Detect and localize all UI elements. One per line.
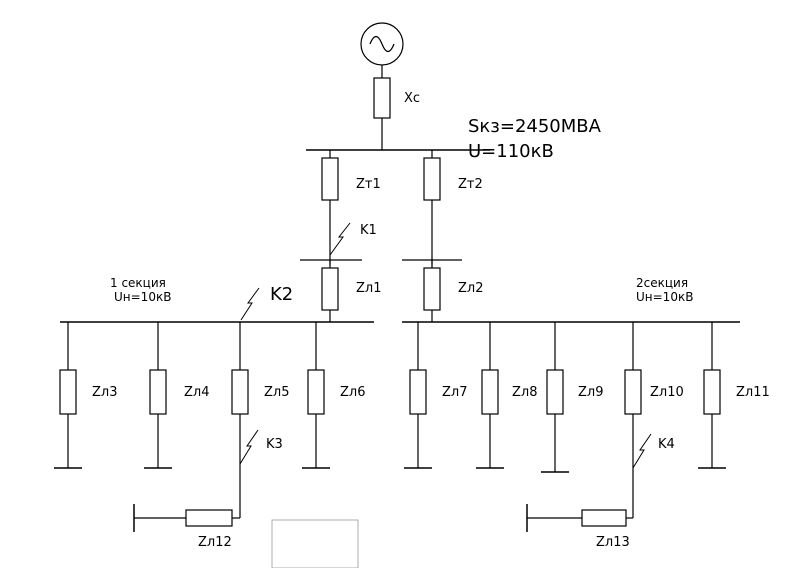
branch-zl13: Zл13	[526, 504, 630, 550]
generator-source	[360, 22, 404, 66]
fault-k3-label: K3	[266, 437, 283, 452]
transformer-1-label: Zт1	[356, 177, 381, 192]
feeder-zl3: Zл3	[54, 322, 118, 469]
line-zl13-label: Zл13	[596, 535, 630, 550]
line-zl1-label: Zл1	[356, 281, 382, 296]
line-zl8-label: Zл8	[512, 385, 538, 400]
transformer-1	[321, 157, 339, 201]
line-zl7-label: Zл7	[442, 385, 468, 400]
fault-k2-label: K2	[270, 284, 293, 305]
feeder-zl11: Zл11	[698, 322, 770, 469]
source-reactance-label: Xc	[404, 91, 420, 106]
feeder-zl7: Zл7	[404, 322, 468, 469]
line-zl4-label: Zл4	[184, 385, 210, 400]
section-1-title: 1 секция	[110, 276, 166, 290]
line-zl10-label: Zл10	[650, 385, 684, 400]
transformer-2-label: Zт2	[458, 177, 483, 192]
scan-artifact	[271, 519, 359, 568]
sine-wave-icon	[369, 35, 395, 53]
line-zl2-label: Zл2	[458, 281, 484, 296]
line-zl5-label: Zл5	[264, 385, 290, 400]
line-zl11-label: Zл11	[736, 385, 770, 400]
fault-k1-icon	[329, 222, 351, 256]
fault-k2-icon	[240, 287, 260, 321]
feeder-zl8: Zл8	[476, 322, 538, 469]
feeder-zl6: Zл6	[302, 322, 366, 469]
source-reactance	[373, 77, 391, 119]
feeder-zl10: Zл10 K4	[624, 322, 684, 519]
line-zl3-label: Zл3	[92, 385, 118, 400]
line-zl2	[423, 267, 441, 311]
fault-k3-icon	[239, 429, 259, 465]
line-zl1	[321, 267, 339, 311]
fault-k4-icon	[632, 433, 652, 469]
section-1-voltage: Uн=10кВ	[114, 290, 171, 304]
short-circuit-power-label: Sкз=2450МВА	[468, 116, 602, 137]
transformer-2	[423, 157, 441, 201]
feeder-zl9: Zл9	[541, 322, 604, 473]
section-2-title: 2секция	[636, 276, 688, 290]
feeder-zl5: Zл5 K3	[231, 322, 290, 519]
section-2-voltage: Uн=10кВ	[636, 290, 693, 304]
line-zl6-label: Zл6	[340, 385, 366, 400]
branch-zl12: Zл12	[133, 504, 233, 550]
fault-k4-label: K4	[658, 437, 675, 452]
line-zl12-label: Zл12	[198, 535, 232, 550]
line-zl9-label: Zл9	[578, 385, 604, 400]
hv-voltage-label: U=110кВ	[468, 141, 554, 162]
feeder-zl4: Zл4	[144, 322, 210, 469]
fault-k1-label: K1	[360, 223, 377, 238]
